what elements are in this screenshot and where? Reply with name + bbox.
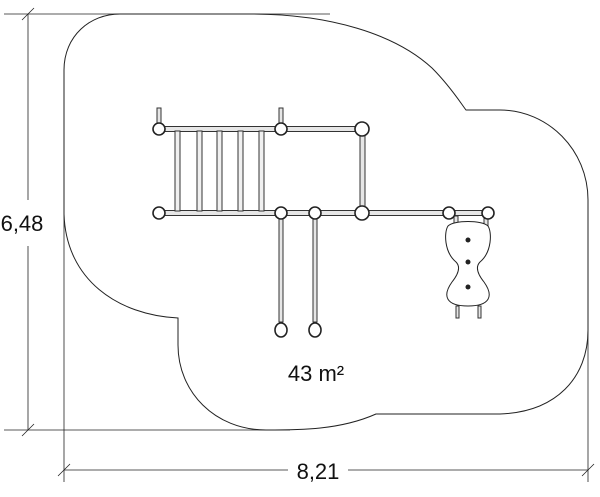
climbing-frame-equipment (152, 107, 495, 338)
gymnastic-rings-icon (274, 215, 322, 338)
depth-dimension: 6,48 (1, 7, 330, 437)
safety-area-outline (63, 13, 589, 431)
area-label: 43 m² (288, 361, 344, 386)
climbing-panel-icon (445, 215, 491, 319)
width-dimension: 8,21 (57, 110, 595, 484)
width-label: 8,21 (297, 459, 340, 484)
connectors (152, 121, 495, 221)
ladder-icon (174, 130, 265, 212)
depth-label: 6,48 (1, 211, 44, 236)
